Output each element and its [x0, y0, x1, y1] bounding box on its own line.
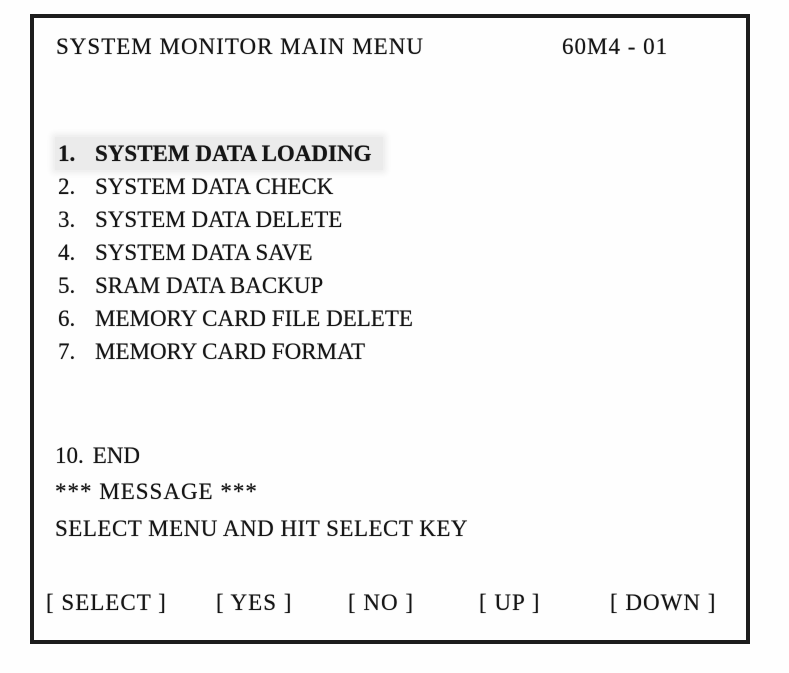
menu-item-number: 10.	[55, 443, 84, 468]
menu-item-number: 5.	[58, 272, 76, 298]
menu-item-label: SRAM DATA BACKUP	[95, 272, 324, 298]
menu-item-number: 2.	[58, 173, 76, 199]
menu-item-system-data-delete[interactable]: 3. SYSTEM DATA DELETE	[55, 203, 354, 236]
menu-item-label: END	[92, 443, 141, 468]
screen-frame: SYSTEM MONITOR MAIN MENU 60M4 - 01 1. SYS…	[30, 14, 750, 644]
menu-item-memory-card-file-delete[interactable]: 6. MEMORY CARD FILE DELETE	[55, 302, 425, 335]
menu-item-label: SYSTEM DATA LOADING	[95, 140, 372, 166]
menu-item-number: 1.	[58, 140, 76, 166]
menu-item-number: 6.	[58, 305, 76, 331]
main-menu-list: 1. SYSTEM DATA LOADING 2. SYSTEM DATA CHECK…	[55, 137, 425, 368]
softkey-no[interactable]: [ NO ]	[348, 590, 415, 615]
softkey-up[interactable]: [ UP ]	[479, 590, 541, 615]
menu-item-label: SYSTEM DATA SAVE	[95, 239, 313, 265]
menu-item-label: SYSTEM DATA DELETE	[95, 206, 343, 232]
menu-item-end[interactable]: 10. END	[55, 443, 140, 469]
message-prompt: SELECT MENU AND HIT SELECT KEY	[55, 516, 469, 541]
menu-item-label: SYSTEM DATA CHECK	[95, 173, 334, 199]
menu-item-system-data-loading[interactable]: 1. SYSTEM DATA LOADING	[55, 137, 384, 170]
menu-item-memory-card-format[interactable]: 7. MEMORY CARD FORMAT	[55, 335, 377, 368]
page-title: SYSTEM MONITOR MAIN MENU	[56, 34, 424, 59]
message-header: *** MESSAGE ***	[55, 479, 258, 504]
menu-item-number: 7.	[58, 338, 76, 364]
version-code: 60M4 - 01	[562, 34, 669, 59]
softkey-select[interactable]: [ SELECT ]	[46, 590, 167, 615]
softkey-row: [ SELECT ] [ YES ] [ NO ] [ UP ] [ DOWN ]	[34, 590, 746, 624]
softkey-yes[interactable]: [ YES ]	[216, 590, 293, 615]
menu-item-label: MEMORY CARD FORMAT	[95, 338, 366, 364]
menu-item-system-data-save[interactable]: 4. SYSTEM DATA SAVE	[55, 236, 325, 269]
softkey-down[interactable]: [ DOWN ]	[610, 590, 717, 615]
menu-item-sram-data-backup[interactable]: 5. SRAM DATA BACKUP	[55, 269, 335, 302]
menu-item-number: 3.	[58, 206, 76, 232]
menu-item-number: 4.	[58, 239, 76, 265]
menu-item-system-data-check[interactable]: 2. SYSTEM DATA CHECK	[55, 170, 345, 203]
menu-item-label: MEMORY CARD FILE DELETE	[95, 305, 413, 331]
